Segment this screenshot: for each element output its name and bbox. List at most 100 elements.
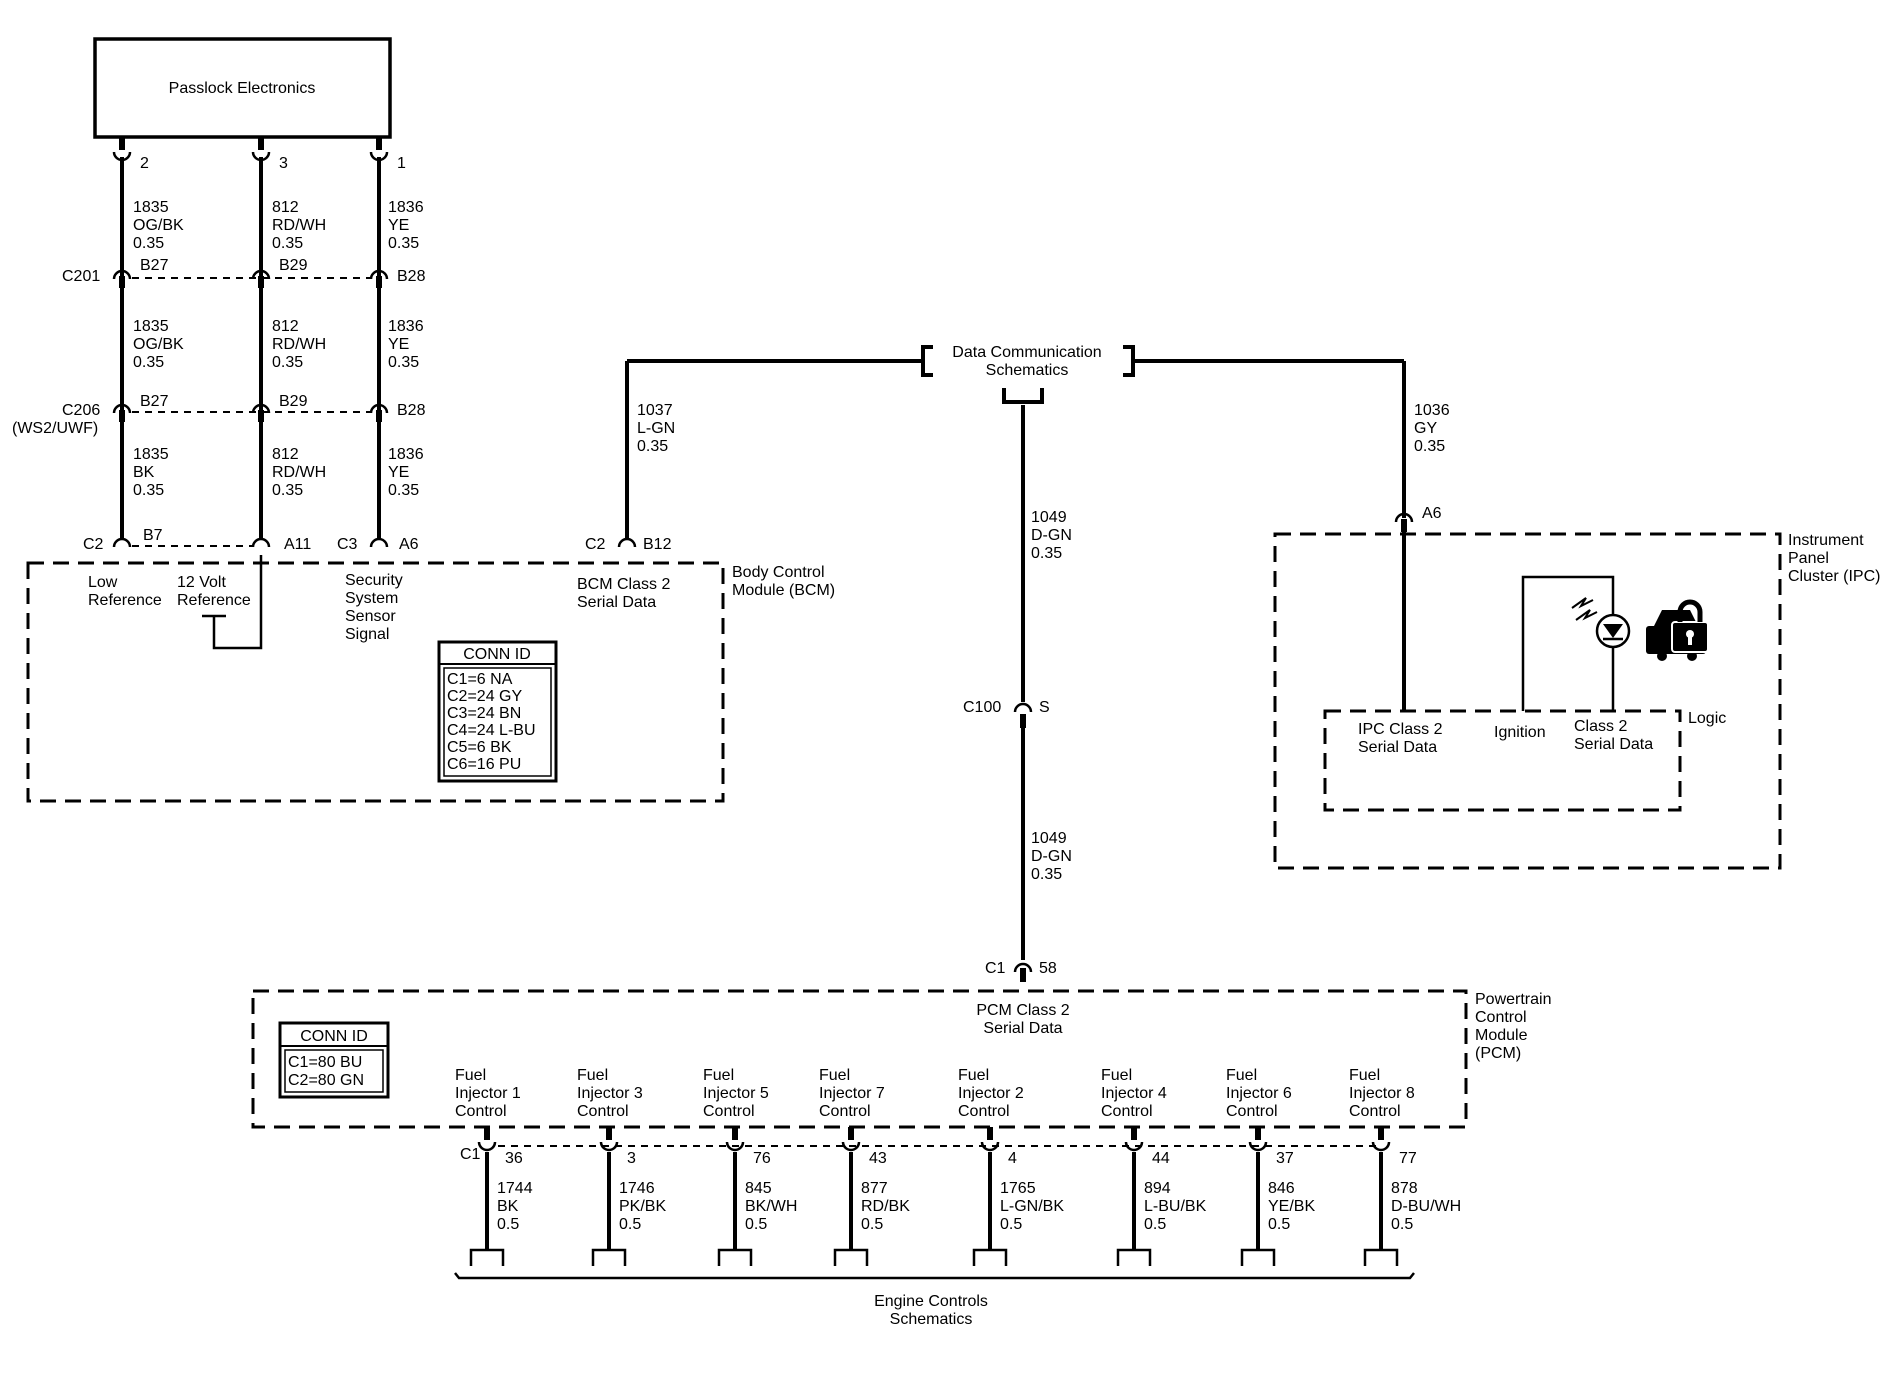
injector-pin: 43 <box>869 1150 887 1167</box>
svg-text:Sensor: Sensor <box>345 608 396 625</box>
injector-label: Control <box>1349 1103 1401 1120</box>
injector-label: Fuel <box>1349 1067 1380 1084</box>
svg-text:Serial Data: Serial Data <box>1358 739 1437 756</box>
connector-c206: C206 <box>62 402 100 419</box>
injector-wire-color: D-BU/WH <box>1391 1198 1461 1215</box>
bcm-pin-b7: B7 <box>143 527 163 544</box>
connector-c201: C201 <box>62 268 100 285</box>
bcm-conn-id-table: CONN ID C1=6 NA C2=24 GY C3=24 BN C4=24 … <box>437 640 558 783</box>
svg-text:Module (BCM): Module (BCM) <box>732 582 835 599</box>
svg-text:1049: 1049 <box>1031 509 1067 526</box>
svg-text:RD/WH: RD/WH <box>272 464 326 481</box>
injector-wire-size: 0.5 <box>861 1216 883 1233</box>
svg-text:C6=16 PU: C6=16 PU <box>447 756 521 773</box>
wire-dgn-upper: 1049 D-GN 0.35 <box>1031 509 1072 562</box>
svg-text:1835: 1835 <box>133 318 169 335</box>
svg-text:Control: Control <box>1475 1009 1527 1026</box>
ipc-serial-data: IPC Class 2 <box>1358 721 1443 738</box>
passlock-pin-1: 1 <box>397 155 406 172</box>
powertrain-control-module: Powertrain Control Module (PCM) PCM Clas… <box>251 989 1551 1129</box>
ipc-logic-label: Logic <box>1688 710 1726 727</box>
wire-seg1-c: 1836 YE 0.35 <box>388 199 424 252</box>
bcm-pin-a6: A6 <box>399 536 419 553</box>
injector-label: Fuel <box>1226 1067 1257 1084</box>
svg-text:Reference: Reference <box>88 592 162 609</box>
pcm-pin-58: 58 <box>1039 960 1057 977</box>
injector-wire-circuit: 1765 <box>1000 1180 1036 1197</box>
injector-label: Fuel <box>958 1067 989 1084</box>
instrument-panel-cluster: Instrument Panel Cluster (IPC) Logic I <box>1273 530 1880 870</box>
wire-dgn-lower: 1049 D-GN 0.35 <box>1031 830 1072 883</box>
svg-text:0.35: 0.35 <box>388 482 419 499</box>
injector-wire-size: 0.5 <box>497 1216 519 1233</box>
bcm-pin-a11: A11 <box>284 536 311 553</box>
c201-pin-b29: B29 <box>279 257 308 274</box>
svg-text:1049: 1049 <box>1031 830 1067 847</box>
wire-seg2-b: 812 RD/WH 0.35 <box>272 318 326 371</box>
indicator-lamp-icon <box>1571 597 1631 649</box>
injector-label: Injector 2 <box>958 1085 1024 1102</box>
injector-wire-size: 0.5 <box>1144 1216 1166 1233</box>
injector-label: Control <box>703 1103 755 1120</box>
injector-label: Fuel <box>455 1067 486 1084</box>
svg-text:Panel: Panel <box>1788 550 1829 567</box>
injector-label: Injector 1 <box>455 1085 521 1102</box>
ipc-class2-serial: Class 2 <box>1574 718 1627 735</box>
injector-label: Control <box>1101 1103 1153 1120</box>
svg-text:1836: 1836 <box>388 199 424 216</box>
c206-pin-b28: B28 <box>397 402 426 419</box>
bcm-connector-c2b: C2 <box>585 536 606 553</box>
c201-pin-b28: B28 <box>397 268 426 285</box>
svg-text:Schematics: Schematics <box>986 362 1069 379</box>
body-control-module: Body Control Module (BCM) Low Reference … <box>26 555 835 803</box>
ipc-pin-a6: A6 <box>1422 505 1442 522</box>
svg-text:1835: 1835 <box>133 199 169 216</box>
passlock-pin-2: 2 <box>140 155 149 172</box>
bcm-low-reference: Low <box>88 574 118 591</box>
wire-seg3-a: 1835 BK 0.35 <box>133 446 169 499</box>
data-communication-ref[interactable]: Data Communication Schematics <box>921 344 1135 404</box>
svg-text:Cluster (IPC): Cluster (IPC) <box>1788 568 1880 585</box>
injector-wire-color: PK/BK <box>619 1198 666 1215</box>
injector-label: Injector 6 <box>1226 1085 1292 1102</box>
injector-wire-size: 0.5 <box>745 1216 767 1233</box>
passlock-title: Passlock Electronics <box>169 80 316 97</box>
injector-label: Control <box>1226 1103 1278 1120</box>
bcm-connector-c2: C2 <box>83 536 104 553</box>
injector-wire-circuit: 846 <box>1268 1180 1295 1197</box>
padlock-icon <box>1646 599 1709 661</box>
svg-text:YE: YE <box>388 464 409 481</box>
engine-controls-ref[interactable]: Engine Controls Schematics <box>454 1272 1415 1328</box>
svg-text:D-GN: D-GN <box>1031 848 1072 865</box>
c100-pin-s: S <box>1039 699 1050 716</box>
wire-seg1-a: 1835 OG/BK 0.35 <box>133 199 184 252</box>
c206-variant: (WS2/UWF) <box>12 420 98 437</box>
svg-text:1836: 1836 <box>388 318 424 335</box>
wire-seg3-c: 1836 YE 0.35 <box>388 446 424 499</box>
wire-seg2-c: 1836 YE 0.35 <box>388 318 424 371</box>
svg-text:C1=80 BU: C1=80 BU <box>288 1054 362 1071</box>
injector-pin: 77 <box>1399 1150 1417 1167</box>
injector-wire-circuit: 894 <box>1144 1180 1171 1197</box>
injector-pin: 76 <box>753 1150 771 1167</box>
injector-wire-color: L-BU/BK <box>1144 1198 1207 1215</box>
injector-wire-size: 0.5 <box>619 1216 641 1233</box>
svg-text:Reference: Reference <box>177 592 251 609</box>
bcm-connector-c3: C3 <box>337 536 358 553</box>
injector-pin: 44 <box>1152 1150 1170 1167</box>
svg-text:GY: GY <box>1414 420 1437 437</box>
svg-text:Serial Data: Serial Data <box>983 1020 1062 1037</box>
injector-wire-circuit: 1746 <box>619 1180 655 1197</box>
injector-wire-color: BK <box>497 1198 519 1215</box>
svg-text:OG/BK: OG/BK <box>133 336 184 353</box>
svg-text:C2=24 GY: C2=24 GY <box>447 688 522 705</box>
svg-text:Module: Module <box>1475 1027 1528 1044</box>
svg-text:0.35: 0.35 <box>133 354 164 371</box>
svg-text:0.35: 0.35 <box>637 438 668 455</box>
svg-text:OG/BK: OG/BK <box>133 217 184 234</box>
